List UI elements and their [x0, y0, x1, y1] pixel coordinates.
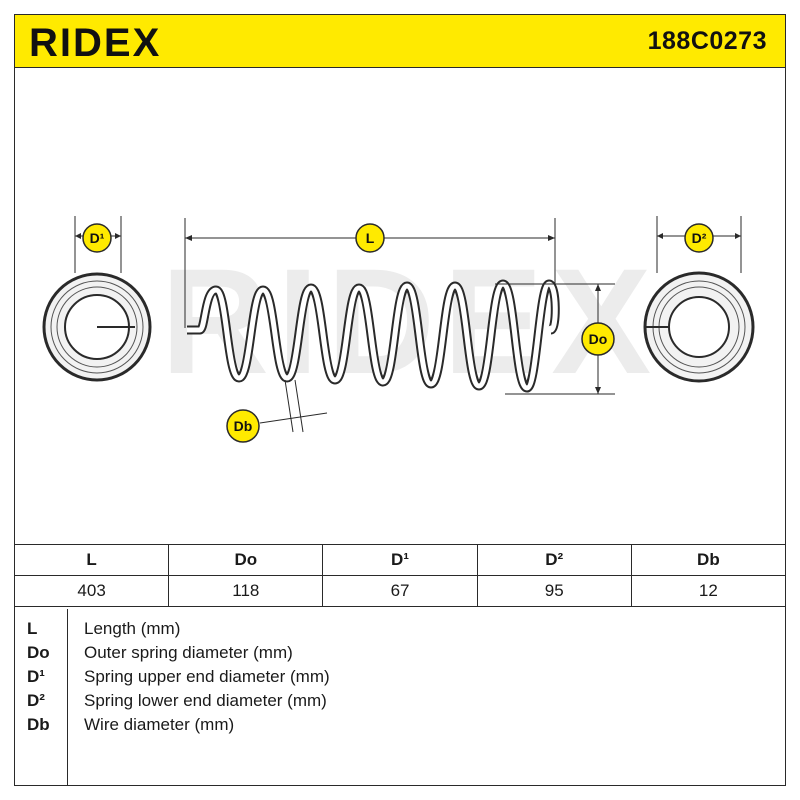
table-header-cell: D²	[476, 544, 632, 576]
legend-description: Spring upper end diameter (mm)	[84, 667, 330, 686]
legend-description: Spring lower end diameter (mm)	[84, 691, 327, 710]
legend-item: D¹ Spring upper end diameter (mm)	[15, 667, 785, 691]
legend-description: Outer spring diameter (mm)	[84, 643, 293, 662]
length-label: L	[366, 230, 375, 246]
db-label: Db	[234, 418, 253, 434]
length-badge: L	[355, 223, 385, 253]
legend-item: D² Spring lower end diameter (mm)	[15, 691, 785, 715]
table-cell: 118	[168, 575, 324, 607]
lower-end-view	[643, 216, 755, 383]
table-row: 403 118 67 95 12	[15, 575, 785, 607]
legend-divider	[67, 609, 68, 785]
part-number: 188C0273	[647, 27, 767, 55]
spec-sheet: RIDEX 188C0273 RIDEX D¹	[14, 14, 786, 786]
dimension-table: L Do D¹ D² Db 403 118 67 95 12	[15, 544, 785, 607]
technical-drawing: RIDEX D¹	[42, 216, 755, 443]
table-cell: 67	[322, 575, 478, 607]
table-header-cell: Db	[630, 544, 785, 576]
legend-code: L	[27, 619, 38, 638]
d2-label: D²	[692, 230, 707, 246]
table-header-row: L Do D¹ D² Db	[15, 544, 785, 576]
d1-badge: D¹	[82, 223, 112, 253]
legend-description: Length (mm)	[84, 619, 181, 638]
table-header-cell: D¹	[322, 544, 478, 576]
legend-code: D¹	[27, 667, 45, 686]
legend-code: Do	[27, 643, 50, 662]
legend-item: Db Wire diameter (mm)	[15, 715, 785, 739]
legend-description: Wire diameter (mm)	[84, 715, 235, 734]
table-cell: 403	[15, 575, 170, 607]
do-label: Do	[589, 331, 608, 347]
table-cell: 12	[630, 575, 785, 607]
d2-badge: D²	[684, 223, 714, 253]
legend-code: D²	[27, 691, 45, 710]
spring-side-view	[184, 218, 615, 433]
table-header-cell: L	[15, 544, 170, 576]
legend: L Length (mm) Do Outer spring diameter (…	[15, 609, 785, 785]
table-cell: 95	[476, 575, 632, 607]
upper-end-view	[42, 216, 152, 382]
brand-logo-text: RIDEX	[29, 21, 161, 63]
ridex-logo: RIDEX	[29, 21, 161, 63]
do-badge: Do	[581, 322, 615, 356]
legend-item: L Length (mm)	[15, 619, 785, 643]
table-header-cell: Do	[168, 544, 324, 576]
legend-code: Db	[27, 715, 50, 734]
d1-label: D¹	[90, 230, 105, 246]
header-bar: RIDEX 188C0273	[15, 15, 785, 68]
db-badge: Db	[226, 409, 260, 443]
legend-item: Do Outer spring diameter (mm)	[15, 643, 785, 667]
